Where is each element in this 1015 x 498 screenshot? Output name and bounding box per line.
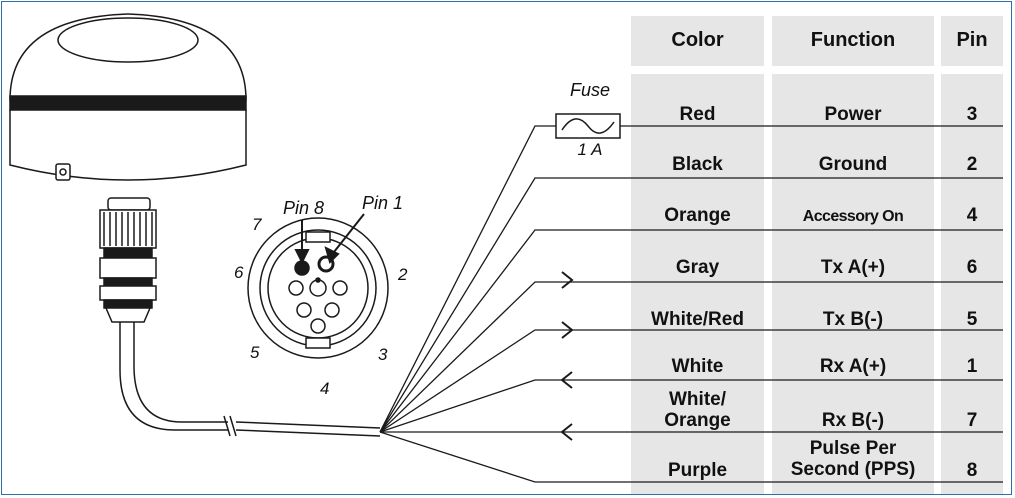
fuse-rating: 1 A: [577, 140, 603, 159]
row-pin: 1: [966, 356, 978, 377]
row-pin: 8: [966, 460, 978, 481]
row-function: Tx A(+): [820, 257, 886, 278]
connector-face: [247, 217, 389, 359]
row-function: Rx A(+): [819, 356, 887, 377]
header-function: Function: [810, 29, 896, 51]
arrow-in-white: [560, 371, 573, 389]
row-color: Purple: [667, 460, 728, 481]
pin8-label: Pin 8: [283, 198, 325, 218]
pin-2-hole: [332, 280, 348, 296]
pin-number-6: 6: [234, 263, 244, 282]
cable: [119, 322, 381, 437]
color-column-bg: [631, 16, 764, 494]
row-pin: 5: [966, 309, 978, 330]
pin-number-2: 2: [398, 265, 408, 284]
pin1-label: Pin 1: [362, 193, 404, 213]
header-color: Color: [671, 29, 724, 51]
row-function: Rx B(-): [821, 410, 885, 431]
pin-3-hole: [324, 302, 340, 318]
pin-5-hole: [296, 302, 312, 318]
wire-gray: [379, 281, 1003, 433]
row-color: White/Red: [651, 309, 744, 330]
wire-black: [379, 177, 1003, 433]
arrow-out-gray: [561, 271, 574, 289]
row-function: Power: [824, 104, 882, 125]
function-column-bg: [772, 16, 934, 494]
row-color: Black: [672, 154, 723, 175]
wire-purple: [379, 431, 1003, 483]
row-function: Ground: [818, 154, 888, 175]
row-pin: 6: [966, 257, 978, 278]
row-color: Orange: [664, 205, 731, 226]
arrow-out-white-red: [561, 321, 574, 339]
wire-white-red: [379, 329, 1003, 433]
row-color: Gray: [675, 257, 720, 278]
antenna-dome: [9, 13, 247, 181]
pin-pointer-arrows: [294, 213, 365, 265]
wire-orange: [379, 229, 1003, 433]
row-pin: 4: [966, 205, 978, 226]
row-color: White: [671, 356, 724, 377]
header-separator: [631, 66, 1003, 74]
arrow-in-white-orange: [560, 423, 573, 441]
row-color-line1: White/: [669, 389, 726, 410]
wires: [379, 125, 1003, 483]
pin-number-5: 5: [250, 343, 260, 362]
row-function-line2: Second (PPS): [790, 459, 916, 480]
row-pin: 3: [966, 104, 978, 125]
cable-connector: [99, 197, 157, 323]
row-function: Tx B(-): [822, 309, 884, 330]
signal-arrows: [560, 271, 574, 441]
pin-column-bg: [941, 16, 1003, 494]
row-function: Accessory On: [802, 208, 904, 225]
fuse-label: Fuse: [569, 80, 611, 100]
pin-number-4: 4: [320, 379, 330, 398]
header-pin: Pin: [956, 29, 988, 51]
pin-number-3: 3: [378, 345, 388, 364]
row-pin: 7: [966, 410, 978, 431]
fuse: [555, 113, 621, 139]
wire-white: [379, 379, 1003, 433]
row-color-line2: Orange: [664, 410, 731, 431]
pin-number-7: 7: [252, 215, 262, 234]
row-function-line1: Pulse Per: [809, 438, 897, 459]
pin-4-hole: [310, 318, 326, 334]
row-color: Red: [679, 104, 716, 125]
wire-red: [379, 125, 556, 433]
pin-6-hole: [288, 280, 304, 296]
row-pin: 2: [966, 154, 978, 175]
